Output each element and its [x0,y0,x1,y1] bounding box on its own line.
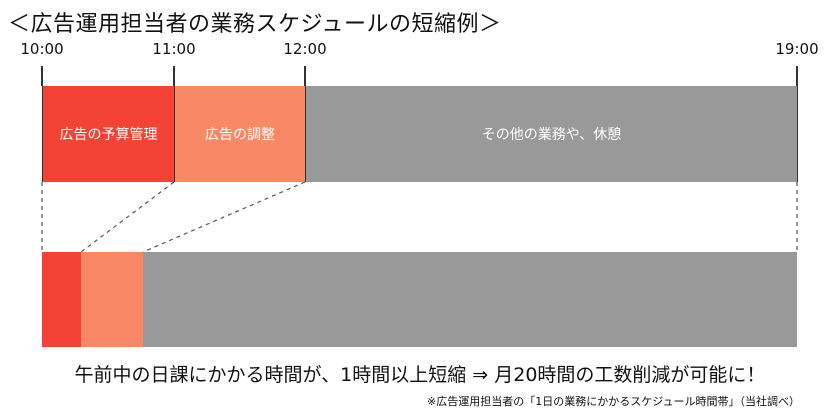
segment-budget-management: 広告の予算管理 [42,86,175,182]
tick-line-1100 [173,66,175,86]
segment-label: 広告の予算管理 [59,127,158,143]
segment-ad-adjustment-shortened [81,252,143,347]
tick-label-1100: 11:00 [152,40,196,58]
segment-label: 広告の調整 [205,127,275,143]
segment-ad-adjustment: 広告の調整 [175,86,306,182]
summary-text: 午前中の日課にかかる時間が、1時間以上短縮 ⇒ 月20時間の工数削減が可能に！ [74,364,766,386]
tick-label-1200: 12:00 [283,40,327,58]
segment-other-tasks: その他の業務や、休憩 [306,86,798,182]
tick-label-1000: 10:00 [20,40,64,58]
tick-label-1900: 19:00 [775,40,819,58]
source-note: ※広告運用担当者の「1日の業務にかかるスケジュール時間帯」（当社調べ） [427,395,800,408]
tick-line-1900 [796,66,798,86]
tick-line-1000 [41,66,43,86]
segment-label: その他の業務や、休憩 [481,127,622,143]
segment-other-tasks-extended [143,252,797,347]
page-title: ＜広告運用担当者の業務スケジュールの短縮例＞ [8,12,502,37]
tick-line-1200 [304,66,306,86]
segment-budget-management-shortened [42,252,81,347]
